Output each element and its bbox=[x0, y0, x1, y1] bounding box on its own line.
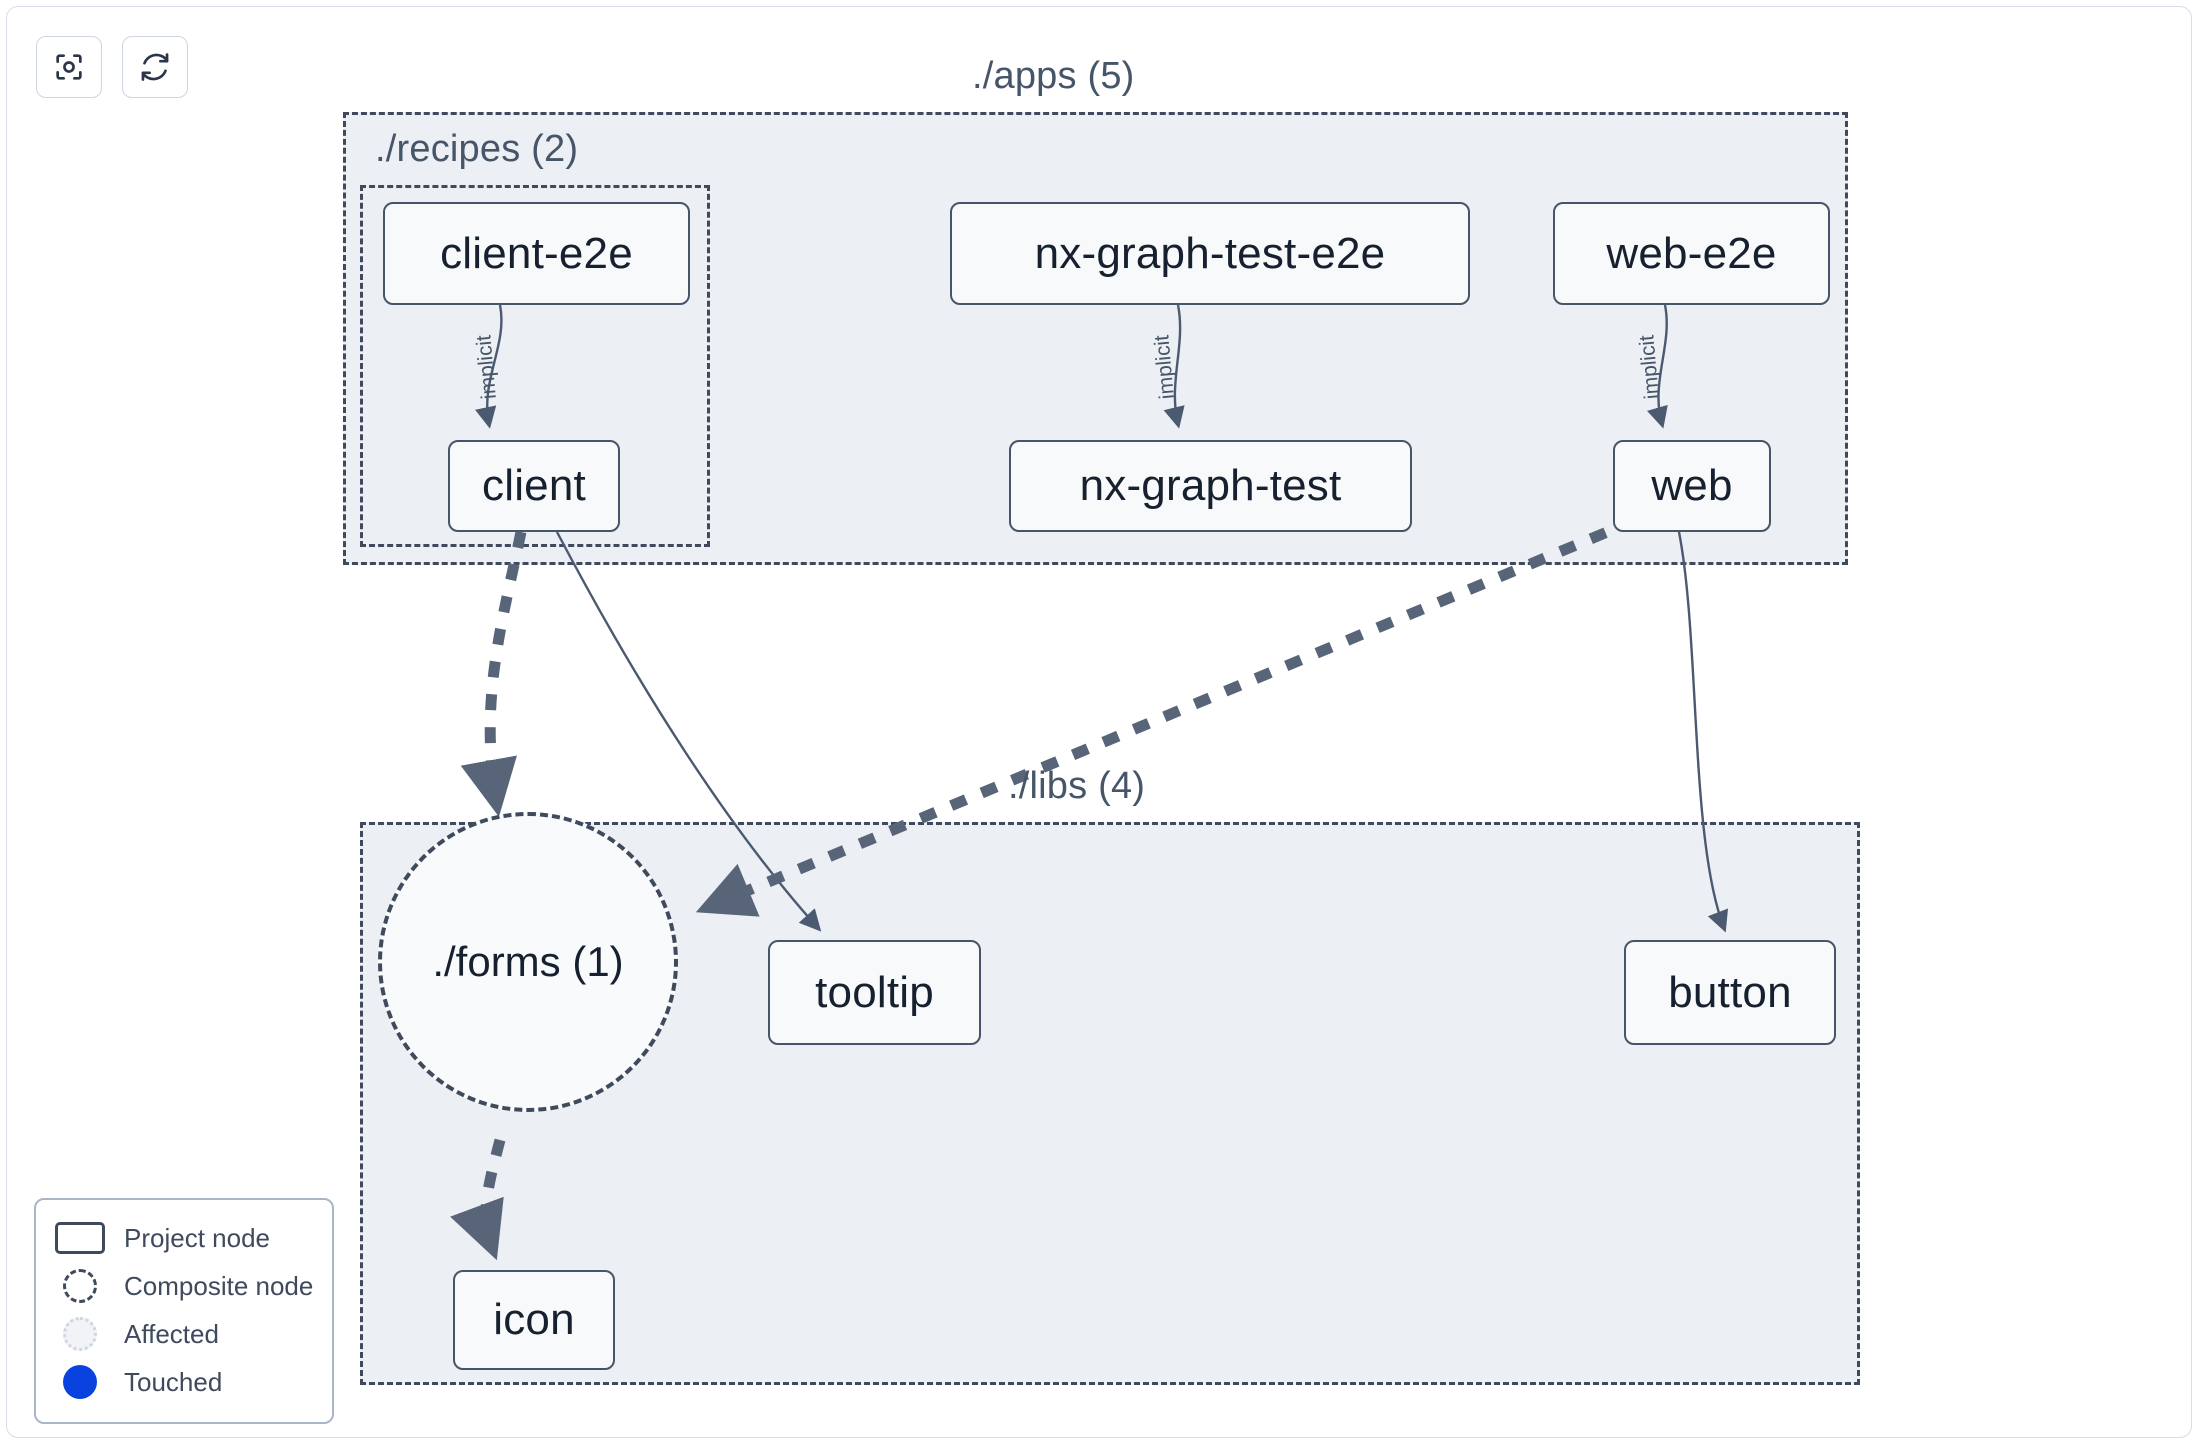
graph-legend: Project node Composite node Affected Tou… bbox=[34, 1198, 334, 1424]
edge-client-to-forms bbox=[460, 530, 527, 817]
edge-client-to-tooltip bbox=[555, 531, 822, 932]
legend-label-touched: Touched bbox=[124, 1366, 223, 1397]
edge-nx-graph-test-e2e-to-nx-graph-test bbox=[1163, 304, 1185, 429]
legend-item-composite-node: Composite node bbox=[54, 1262, 314, 1310]
node-nx-graph-test[interactable]: nx-graph-test bbox=[1009, 440, 1412, 532]
focus-graph-button[interactable] bbox=[36, 36, 102, 98]
edge-web-e2e-to-web bbox=[1647, 304, 1668, 429]
refresh-icon bbox=[138, 50, 172, 84]
project-node-swatch bbox=[54, 1222, 106, 1254]
legend-label-project-node: Project node bbox=[124, 1222, 270, 1253]
legend-item-affected: Affected bbox=[54, 1310, 314, 1358]
node-nx-graph-test-e2e[interactable]: nx-graph-test-e2e bbox=[950, 202, 1470, 305]
focus-target-icon bbox=[52, 50, 86, 84]
group-label-apps[interactable]: ./apps (5) bbox=[972, 55, 1135, 97]
node-button[interactable]: button bbox=[1624, 940, 1836, 1045]
legend-label-composite-node: Composite node bbox=[124, 1270, 314, 1301]
edge-web-to-forms bbox=[695, 514, 1639, 917]
affected-swatch bbox=[54, 1317, 106, 1351]
touched-swatch bbox=[54, 1365, 106, 1399]
edge-forms-to-icon bbox=[450, 1138, 506, 1261]
node-web-e2e[interactable]: web-e2e bbox=[1553, 202, 1830, 305]
node-web[interactable]: web bbox=[1613, 440, 1771, 532]
graph-toolbar bbox=[36, 36, 188, 98]
node-icon[interactable]: icon bbox=[453, 1270, 615, 1370]
node-tooltip[interactable]: tooltip bbox=[768, 940, 981, 1045]
node-client[interactable]: client bbox=[448, 440, 620, 532]
legend-item-project-node: Project node bbox=[54, 1214, 314, 1262]
composite-node-swatch bbox=[54, 1269, 106, 1303]
refresh-graph-button[interactable] bbox=[122, 36, 188, 98]
edge-client-e2e-to-client bbox=[475, 304, 503, 429]
node-client-e2e[interactable]: client-e2e bbox=[383, 202, 690, 305]
legend-label-affected: Affected bbox=[124, 1318, 219, 1349]
node-forms-composite[interactable]: ./forms (1) bbox=[378, 812, 678, 1112]
group-label-libs[interactable]: ./libs (4) bbox=[1008, 765, 1146, 807]
legend-item-touched: Touched bbox=[54, 1358, 314, 1406]
group-label-recipes[interactable]: ./recipes (2) bbox=[375, 128, 579, 170]
edge-web-to-button bbox=[1677, 531, 1729, 933]
